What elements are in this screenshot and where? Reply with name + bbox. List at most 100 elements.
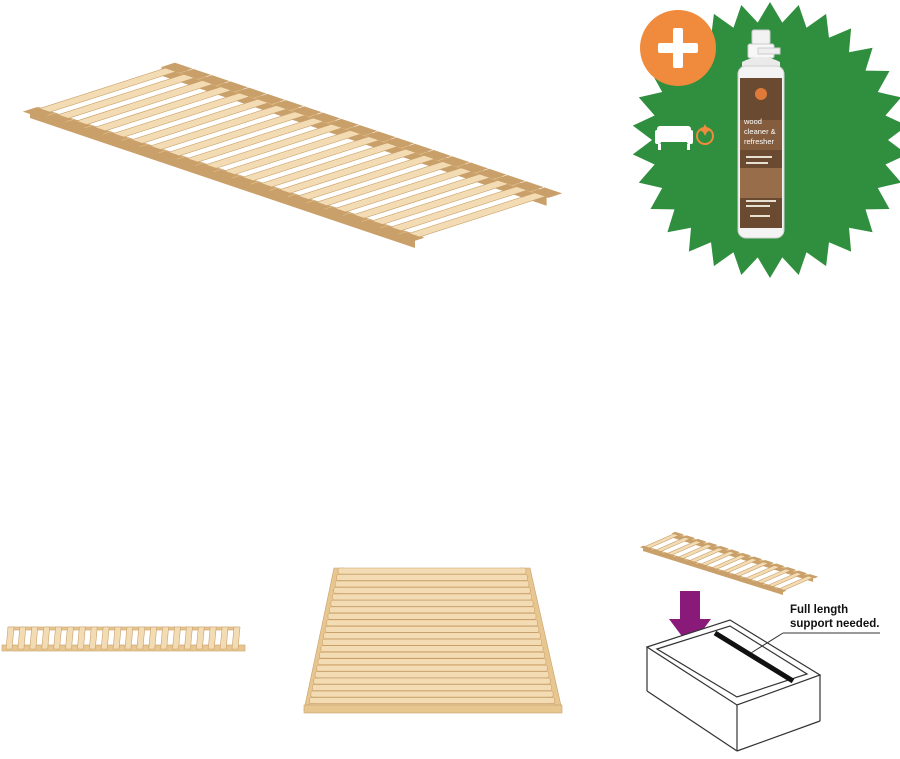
slat (330, 600, 534, 607)
thumbnail-support-diagram[interactable]: Full length support needed. (635, 525, 900, 759)
slat-holder (22, 107, 54, 118)
slat-holder (673, 556, 686, 561)
slat-holder (420, 150, 452, 161)
support-diagram-illustration: Full length support needed. (639, 531, 880, 752)
slat (336, 574, 528, 581)
slat (316, 664, 548, 672)
slat-holder (318, 207, 350, 218)
slat-holder (392, 232, 424, 243)
center-support-beam (713, 630, 795, 684)
slat-holder (401, 143, 433, 155)
slatted-base-side-illustration (1, 626, 246, 652)
slat (184, 626, 193, 650)
slat (708, 553, 750, 571)
slat (136, 626, 146, 650)
slat-holder (684, 559, 697, 565)
slat (311, 684, 553, 691)
slat (675, 542, 716, 560)
slatted-base-top-illustration (303, 567, 563, 714)
support-note-line-1: Full length (790, 604, 848, 616)
bundle-offer-badge[interactable]: wood cleaner & refresher (620, 0, 900, 280)
slat-holder (707, 566, 720, 572)
slat (742, 564, 783, 582)
thumbnail-side-view[interactable] (0, 615, 250, 660)
slat-holder (763, 584, 776, 589)
slat-holder (226, 175, 258, 187)
slat (324, 625, 540, 633)
slat-holder (198, 75, 230, 86)
slat-holder (682, 535, 695, 540)
slat (664, 539, 705, 557)
slat (331, 593, 533, 601)
slat-holder (309, 112, 341, 123)
slat-holder (207, 169, 239, 180)
slat-holder (729, 573, 742, 579)
slat-holder (364, 131, 396, 142)
slat-holder (716, 545, 729, 551)
slat-holder (383, 137, 415, 148)
slat (320, 645, 544, 653)
slat-holder (494, 174, 526, 186)
slat-holder (59, 119, 91, 131)
slat (652, 535, 694, 553)
slat-holder (695, 563, 709, 568)
slat-holder (78, 125, 110, 137)
slat-holder (216, 81, 249, 92)
support-note-line-2: support needed. (790, 618, 879, 630)
slat-holder (281, 194, 313, 205)
slat (309, 697, 555, 704)
bottle-label-line-3: refresher (744, 137, 775, 146)
slat (195, 626, 205, 650)
slat-holder (96, 132, 128, 143)
slat-holder (718, 570, 731, 575)
slat (313, 677, 551, 685)
slat-holder (751, 580, 765, 586)
slat-holder (805, 574, 819, 579)
slat-holder (161, 62, 193, 73)
slat-holder (373, 225, 406, 237)
callout-line (750, 632, 784, 654)
slat (326, 619, 538, 627)
slat-holder (189, 163, 221, 174)
slat-holder (639, 545, 653, 550)
slat (160, 626, 169, 650)
slat-holder (475, 168, 507, 180)
slat-holder (457, 162, 489, 173)
slat (337, 567, 527, 575)
slat (17, 626, 27, 650)
slat-holder (727, 549, 740, 554)
slat (5, 626, 15, 650)
slat (112, 626, 122, 650)
main-product-image[interactable] (20, 50, 565, 295)
slat (327, 613, 537, 620)
thumbnail-top-view[interactable] (300, 560, 565, 720)
slat-holder (783, 567, 796, 572)
slat (317, 658, 547, 665)
slat (764, 571, 806, 589)
slat-holder (512, 181, 544, 192)
slat-holder (300, 200, 332, 212)
slat (41, 626, 51, 650)
slat (219, 626, 229, 650)
side-rail (1, 644, 246, 652)
slat (310, 690, 554, 698)
slat-holder (738, 552, 751, 558)
slat-holder (272, 100, 304, 111)
slat-holder (336, 213, 369, 224)
slat-holder (244, 182, 276, 193)
slat (100, 626, 110, 650)
slat-holder (794, 570, 807, 575)
front-rail (303, 704, 563, 714)
slat (686, 546, 727, 564)
slat (776, 574, 817, 592)
slat-holder (355, 219, 387, 230)
slat-holder (651, 549, 664, 554)
slat (77, 626, 86, 650)
slat-holder (235, 87, 267, 98)
slat-holder (346, 125, 378, 136)
slat (333, 587, 531, 594)
bottle-label-line-1: wood (743, 117, 762, 126)
slat-holder (749, 556, 763, 561)
slat-holder (671, 531, 684, 537)
slat-holder (772, 563, 785, 568)
